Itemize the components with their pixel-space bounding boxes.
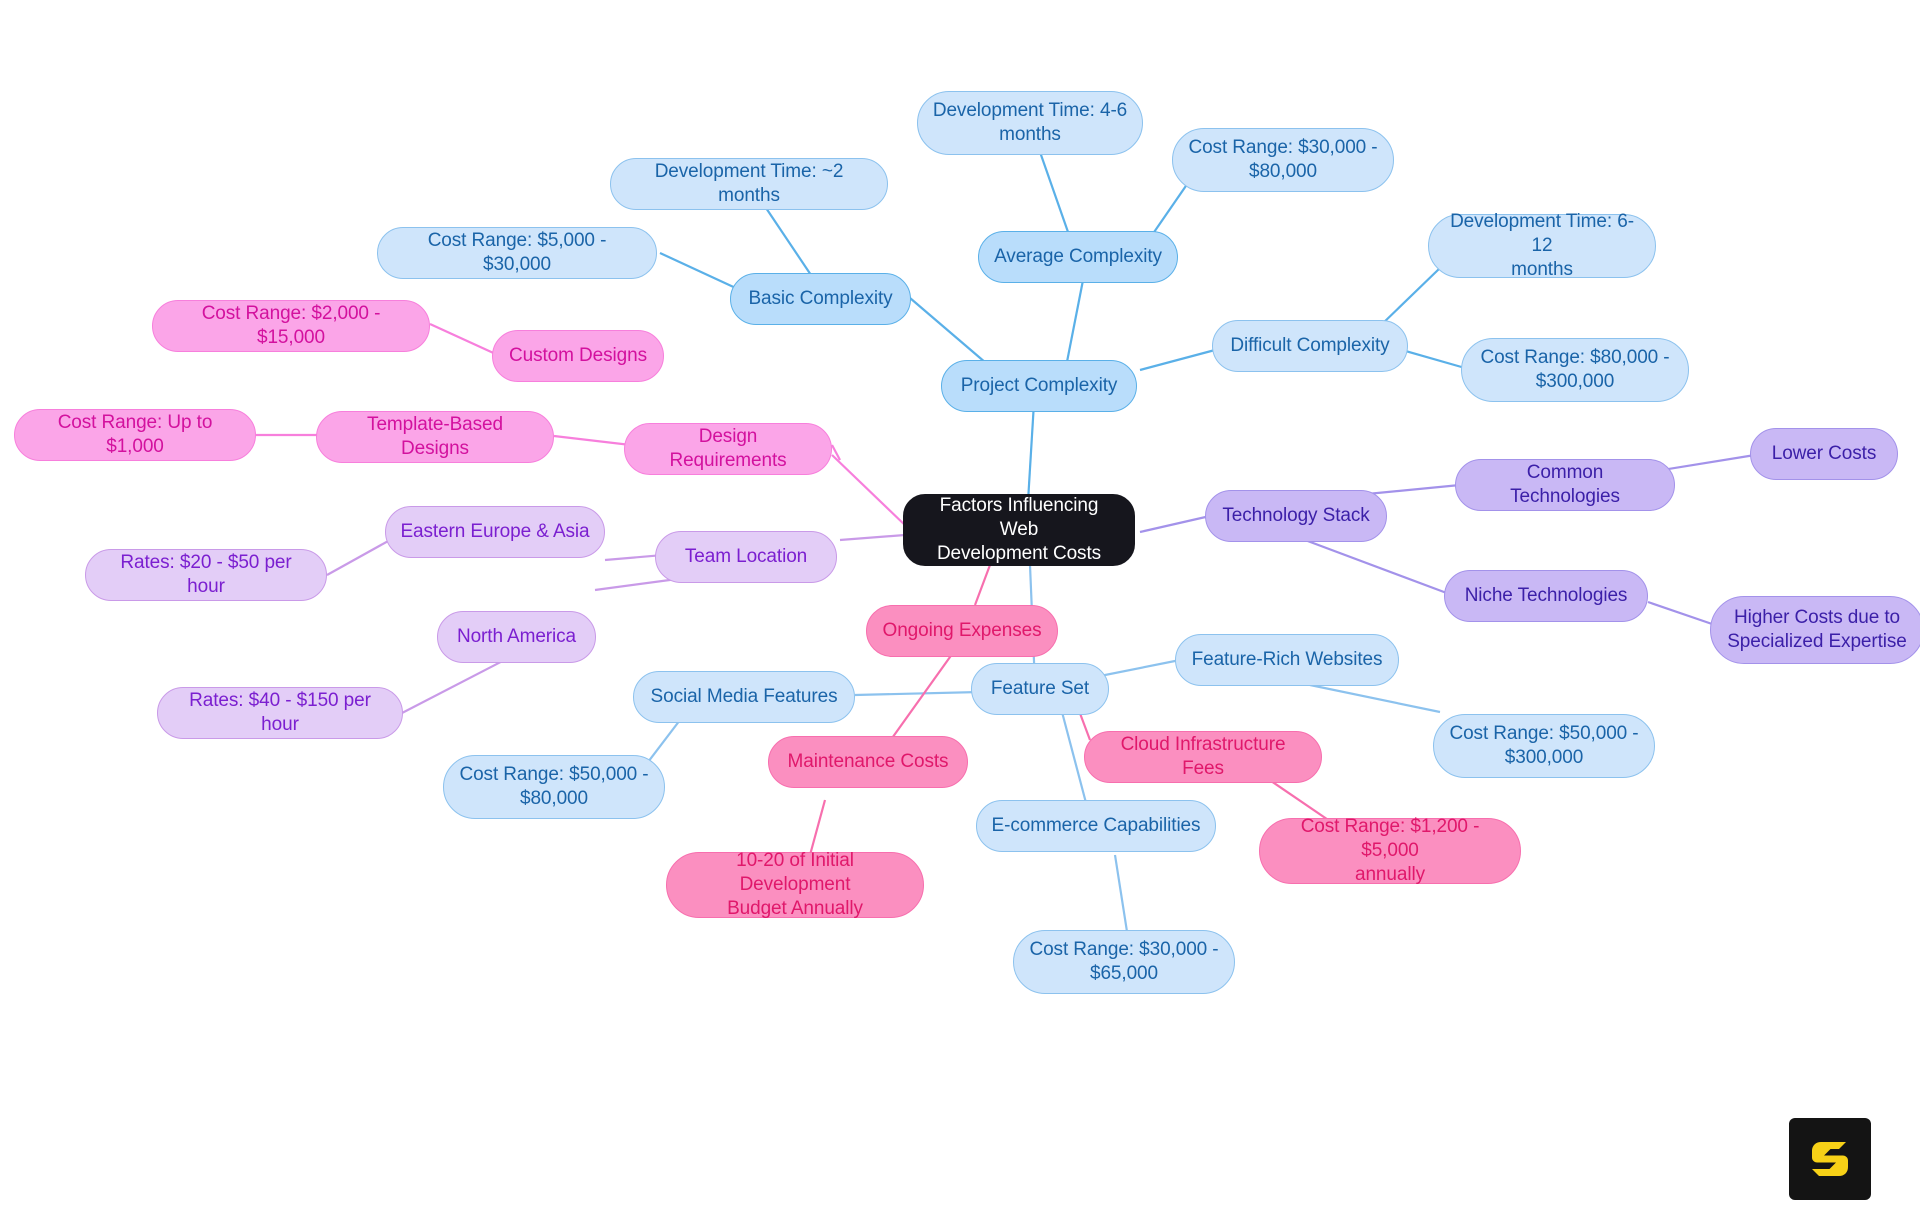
node-ecommerce-capabilities[interactable]: E-commerce Capabilities [976, 800, 1216, 852]
node-average-complexity[interactable]: Average Complexity [978, 231, 1178, 283]
node-social-media-features[interactable]: Social Media Features [633, 671, 855, 723]
mindmap-root-node[interactable]: Factors Influencing Web Development Cost… [903, 494, 1135, 566]
node-basic-cost-range[interactable]: Cost Range: $5,000 - $30,000 [377, 227, 657, 279]
node-eastern-europe-rates[interactable]: Rates: $20 - $50 per hour [85, 549, 327, 601]
node-ecommerce-cost[interactable]: Cost Range: $30,000 - $65,000 [1013, 930, 1235, 994]
node-average-cost-range[interactable]: Cost Range: $30,000 - $80,000 [1172, 128, 1394, 192]
node-team-location[interactable]: Team Location [655, 531, 837, 583]
node-lower-costs[interactable]: Lower Costs [1750, 428, 1898, 480]
node-eastern-europe-asia[interactable]: Eastern Europe & Asia [385, 506, 605, 558]
node-project-complexity[interactable]: Project Complexity [941, 360, 1137, 412]
node-north-america-rates[interactable]: Rates: $40 - $150 per hour [157, 687, 403, 739]
node-niche-technologies[interactable]: Niche Technologies [1444, 570, 1648, 622]
node-higher-costs[interactable]: Higher Costs due to Specialized Expertis… [1710, 596, 1920, 664]
brand-logo-s-icon [1789, 1118, 1871, 1200]
node-ongoing-expenses[interactable]: Ongoing Expenses [866, 605, 1058, 657]
node-technology-stack[interactable]: Technology Stack [1205, 490, 1387, 542]
node-cloud-infrastructure-fees[interactable]: Cloud Infrastructure Fees [1084, 731, 1322, 783]
node-cloud-cost[interactable]: Cost Range: $1,200 - $5,000 annually [1259, 816, 1521, 885]
node-template-designs-cost[interactable]: Cost Range: Up to $1,000 [14, 409, 256, 461]
node-difficult-development-time[interactable]: Development Time: 6-12 months [1428, 211, 1656, 280]
node-average-development-time[interactable]: Development Time: 4-6 months [917, 91, 1143, 155]
node-difficult-complexity[interactable]: Difficult Complexity [1212, 320, 1408, 372]
node-feature-rich-websites[interactable]: Feature-Rich Websites [1175, 634, 1399, 686]
node-north-america[interactable]: North America [437, 611, 596, 663]
node-basic-complexity[interactable]: Basic Complexity [730, 273, 911, 325]
node-custom-designs[interactable]: Custom Designs [492, 330, 664, 382]
node-design-requirements[interactable]: Design Requirements [624, 423, 832, 475]
node-basic-development-time[interactable]: Development Time: ~2 months [610, 158, 888, 210]
node-common-technologies[interactable]: Common Technologies [1455, 459, 1675, 511]
node-social-media-cost[interactable]: Cost Range: $50,000 - $80,000 [443, 755, 665, 819]
node-maintenance-costs[interactable]: Maintenance Costs [768, 736, 968, 788]
node-maintenance-percentage[interactable]: 10-20 of Initial Development Budget Annu… [666, 850, 924, 919]
node-difficult-cost-range[interactable]: Cost Range: $80,000 - $300,000 [1461, 338, 1689, 402]
node-template-based-designs[interactable]: Template-Based Designs [316, 411, 554, 463]
node-feature-set[interactable]: Feature Set [971, 663, 1109, 715]
node-custom-designs-cost[interactable]: Cost Range: $2,000 - $15,000 [152, 300, 430, 352]
node-feature-rich-cost[interactable]: Cost Range: $50,000 - $300,000 [1433, 714, 1655, 778]
